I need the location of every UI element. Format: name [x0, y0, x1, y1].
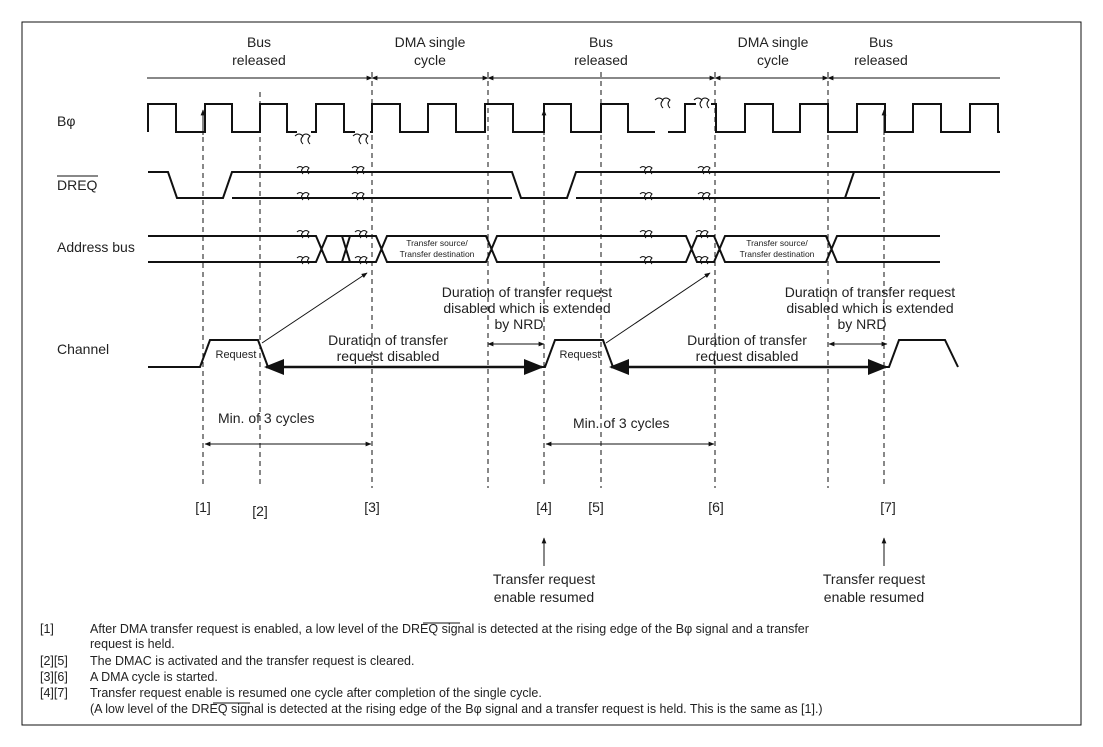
address-label-2-line1: Transfer source/ [746, 238, 808, 248]
address-labels: Transfer source/ Transfer destination Tr… [400, 238, 815, 259]
note-4-tag: [4][7] [40, 686, 68, 700]
extended-label-1-line1: Duration of transfer request [442, 284, 613, 300]
detect-arrows [200, 109, 887, 135]
marker-7: [7] [880, 499, 896, 515]
address-bus-label: Address bus [57, 239, 135, 255]
phase-bus-released-3-line2: released [854, 52, 908, 68]
disabled-label-2-line1: Duration of transfer [687, 332, 807, 348]
address-label-1-line1: Transfer source/ [406, 238, 468, 248]
extended-label-2-line2: disabled which is extended [786, 300, 953, 316]
note-3-line1: A DMA cycle is started. [90, 670, 218, 684]
disabled-label-1-line2: request disabled [337, 348, 440, 364]
phase-dma-single-cycle-1-line2: cycle [414, 52, 446, 68]
extended-label-1-line2: disabled which is extended [443, 300, 610, 316]
notes: [1] After DMA transfer request is enable… [40, 622, 823, 716]
address-label-1-line2: Transfer destination [400, 249, 475, 259]
clock-label: Bφ [57, 113, 75, 129]
extended-label-2-line3: by NRD [837, 316, 886, 332]
extended-label-2-line1: Duration of transfer request [785, 284, 956, 300]
resume-label-1-line1: Transfer request [493, 571, 595, 587]
address-label-2-line2: Transfer destination [740, 249, 815, 259]
channel-waveform [148, 339, 959, 368]
phase-dma-single-cycle-2-line1: DMA single [738, 34, 809, 50]
phase-bus-released-1-line1: Bus [247, 34, 271, 50]
phase-bus-released-3-line1: Bus [869, 34, 893, 50]
phase-labels: Bus released DMA single cycle Bus releas… [232, 34, 908, 68]
note-1-tag: [1] [40, 622, 54, 636]
phase-bus-released-1-line2: released [232, 52, 286, 68]
dreq-waveform [148, 171, 1000, 199]
dreq-break-marks [296, 166, 711, 201]
note-4-line1: Transfer request enable is resumed one c… [90, 686, 542, 700]
diagram-border [21, 21, 1082, 726]
extended-label-1-line3: by NRD [494, 316, 543, 332]
request-label-1: Request [216, 349, 257, 361]
note-1-dreq: DREQ [402, 622, 438, 636]
channel-request-labels: Request Request [216, 349, 601, 361]
signal-labels: Bφ DREQ Address bus Channel [57, 113, 135, 357]
marker-5: [5] [588, 499, 604, 515]
request-to-cycle-arrow-2 [605, 272, 711, 344]
phase-bus-released-2-line1: Bus [589, 34, 613, 50]
resume-label-1-line2: enable resumed [494, 589, 594, 605]
markers: [1] [2] [3] [4] [5] [6] [7] [195, 499, 896, 519]
address-bus-break-marks [296, 230, 709, 265]
phase-dma-single-cycle-1-line1: DMA single [395, 34, 466, 50]
marker-4: [4] [536, 499, 552, 515]
phase-dma-single-cycle-2-line2: cycle [757, 52, 789, 68]
resume-label-2-line2: enable resumed [824, 589, 924, 605]
disabled-label-1-line1: Duration of transfer [328, 332, 448, 348]
resume-labels: Transfer request enable resumed Transfer… [493, 571, 925, 605]
note-4-line2: (A low level of the DREQ signal is detec… [90, 702, 823, 716]
marker-3: [3] [364, 499, 380, 515]
marker-1: [1] [195, 499, 211, 515]
min-cycles: Min. of 3 cycles Min. of 3 cycles [204, 410, 715, 447]
phase-bus-released-2-line2: released [574, 52, 628, 68]
channel-label: Channel [57, 341, 109, 357]
note-3-tag: [3][6] [40, 670, 68, 684]
address-bus-waveform [148, 235, 940, 263]
dashed-guides [202, 72, 885, 488]
note-2-tag: [2][5] [40, 654, 68, 668]
note-1-line1: After DMA transfer request is enabled, a… [90, 622, 809, 636]
clock-waveform [147, 103, 1000, 133]
resume-label-2-line1: Transfer request [823, 571, 925, 587]
request-to-cycle-arrow-1 [261, 272, 368, 344]
min-cycles-label-1: Min. of 3 cycles [218, 410, 314, 426]
dreq-label: DREQ [57, 177, 98, 193]
min-cycles-label-2: Min. of 3 cycles [573, 415, 669, 431]
marker-6: [6] [708, 499, 724, 515]
marker-2: [2] [252, 503, 268, 519]
clock-break-marks [294, 97, 710, 145]
note-2-line1: The DMAC is activated and the transfer r… [90, 654, 414, 668]
disabled-label-2-line2: request disabled [696, 348, 799, 364]
extended-labels: Duration of transfer request disabled wh… [442, 284, 956, 332]
disabled-labels: Duration of transfer request disabled Du… [328, 332, 807, 364]
request-label-2: Request [560, 349, 601, 361]
note-1-line2: request is held. [90, 637, 175, 651]
